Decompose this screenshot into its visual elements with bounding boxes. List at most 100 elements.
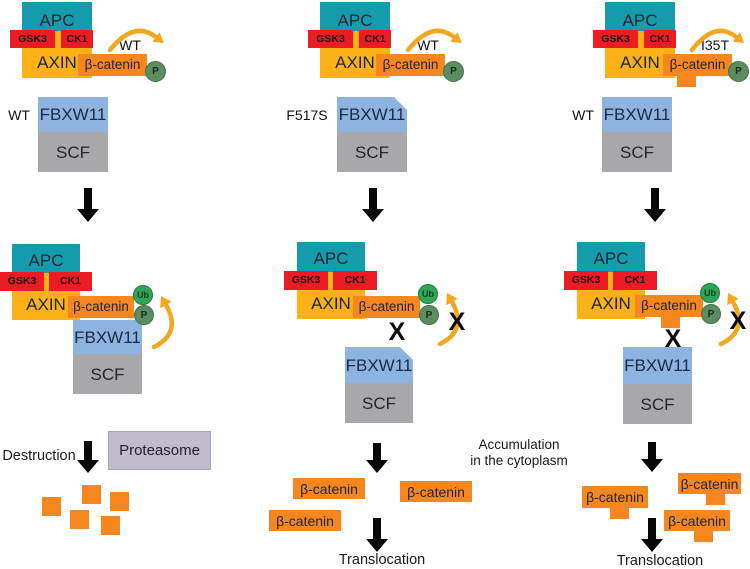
beta-catenin-label: β-catenin [641,298,697,314]
ck1-box: CK1 [49,272,92,291]
beta-catenin-box: β-catenin [78,54,147,76]
axin-connector [353,31,359,47]
i35t-mutation-tab [660,317,680,328]
apc-box: APC [297,242,365,274]
process-arrow [641,442,663,472]
translocation-label: Translocation [616,553,704,569]
ubiquitination-arrow [718,293,742,347]
axin-connector [638,31,644,47]
degraded-fragment [42,497,61,516]
process-arrow [77,441,99,473]
ubiquitin-badge: Ub [700,283,720,303]
phospho-badge: P [701,304,721,324]
beta-catenin-mutant-box: β-catenin [635,295,703,328]
phospho-badge: P [145,61,166,82]
fbxw11-box: FBXW11 [73,320,142,354]
axin-connector [328,272,333,289]
ubiquitin-badge: Ub [133,285,153,305]
beta-catenin-mutant-box: β-catenin [663,54,732,87]
i35t-mutation-tab [609,508,629,519]
gsk3-box: GSK3 [284,271,328,290]
ck1-box: CK1 [61,30,93,48]
beta-catenin-box: β-catenin [400,481,472,502]
beta-catenin-label: β-catenin [669,57,726,73]
degraded-fragment [70,510,89,529]
fbxw11-variant-label: WT [572,107,594,123]
phosphorylation-arrow [405,28,462,53]
phosphorylation-arrow [689,28,745,53]
ck1-box: CK1 [333,271,377,290]
blocked-x-mark: X [388,317,406,346]
blocked-x-mark: X [448,307,466,336]
beta-catenin-box: β-catenin [376,54,445,76]
beta-catenin-variant-label: WT [119,37,141,53]
scf-box: SCF [38,132,108,172]
phospho-badge: P [443,61,464,82]
beta-catenin-label: β-catenin [586,489,644,505]
beta-catenin-variant-label: I35T [700,37,729,53]
beta-catenin-box: β-catenin [68,296,134,318]
axin-connector [55,31,61,47]
fbxw11-box: FBXW11 [38,97,108,132]
beta-catenin-mutant-box: β-catenin [664,510,730,542]
translocation-label: Translocation [338,552,426,568]
scf-box: SCF [337,132,407,172]
scf-box: SCF [623,384,692,424]
accumulation-note: Accumulation in the cytoplasm [460,437,578,469]
process-arrow [641,518,663,552]
ubiquitination-arrow [151,296,175,350]
process-arrow [644,188,666,222]
gsk3-box: GSK3 [0,272,44,291]
accumulation-line2: in the cytoplasm [470,453,568,468]
axin-box: AXIN [577,288,645,319]
apc-box: APC [577,242,645,274]
phospho-badge: P [728,61,749,82]
ubiquitination-arrow [437,293,461,347]
i35t-mutation-tab [693,531,713,542]
degraded-fragment [82,485,101,504]
beta-catenin-variant-label: WT [417,37,439,53]
process-arrow [77,188,99,222]
destruction-label: Destruction [2,448,76,464]
proteasome-box: Proteasome [108,431,211,470]
beta-catenin-mutant-box: β-catenin [582,486,648,519]
fbxw11-box: FBXW11 [623,347,692,384]
degraded-fragment [110,492,129,511]
blocked-x-mark: X [729,306,747,335]
scf-box: SCF [602,132,672,172]
fbxw11-variant-label: WT [8,107,30,123]
fbxw11-box: FBXW11 [602,97,672,132]
ck1-box: CK1 [644,30,676,48]
accumulation-line1: Accumulation [478,437,560,452]
phosphorylation-arrow [107,28,164,53]
blocked-x-mark: X [664,324,682,353]
fbxw11-mutant-box: FBXW11 [345,347,413,383]
gsk3-box: GSK3 [593,30,638,48]
process-arrow [362,188,384,222]
process-arrow [366,443,388,473]
phospho-badge: P [419,305,439,325]
fbxw11-variant-label: F517S [286,107,328,123]
beta-catenin-box: β-catenin [293,478,365,499]
ck1-box: CK1 [359,30,391,48]
i35t-mutation-tab [676,76,696,87]
beta-catenin-box: β-catenin [353,296,420,318]
fbxw11-mutant-box: FBXW11 [337,97,407,132]
scf-box: SCF [345,383,413,423]
beta-catenin-label: β-catenin [680,475,739,492]
gsk3-box: GSK3 [308,30,353,48]
scf-box: SCF [73,354,142,394]
apc-box: APC [12,244,80,277]
ck1-box: CK1 [613,271,657,290]
ubiquitin-badge: Ub [418,284,438,304]
i35t-mutation-tab [706,494,726,505]
process-arrow [366,518,388,552]
beta-catenin-label: β-catenin [668,512,726,529]
axin-connector [44,273,49,290]
beta-catenin-box: β-catenin [269,510,341,531]
degraded-fragment [101,516,120,535]
beta-catenin-mutant-box: β-catenin [678,473,741,505]
gsk3-box: GSK3 [564,271,608,290]
axin-connector [608,272,613,289]
